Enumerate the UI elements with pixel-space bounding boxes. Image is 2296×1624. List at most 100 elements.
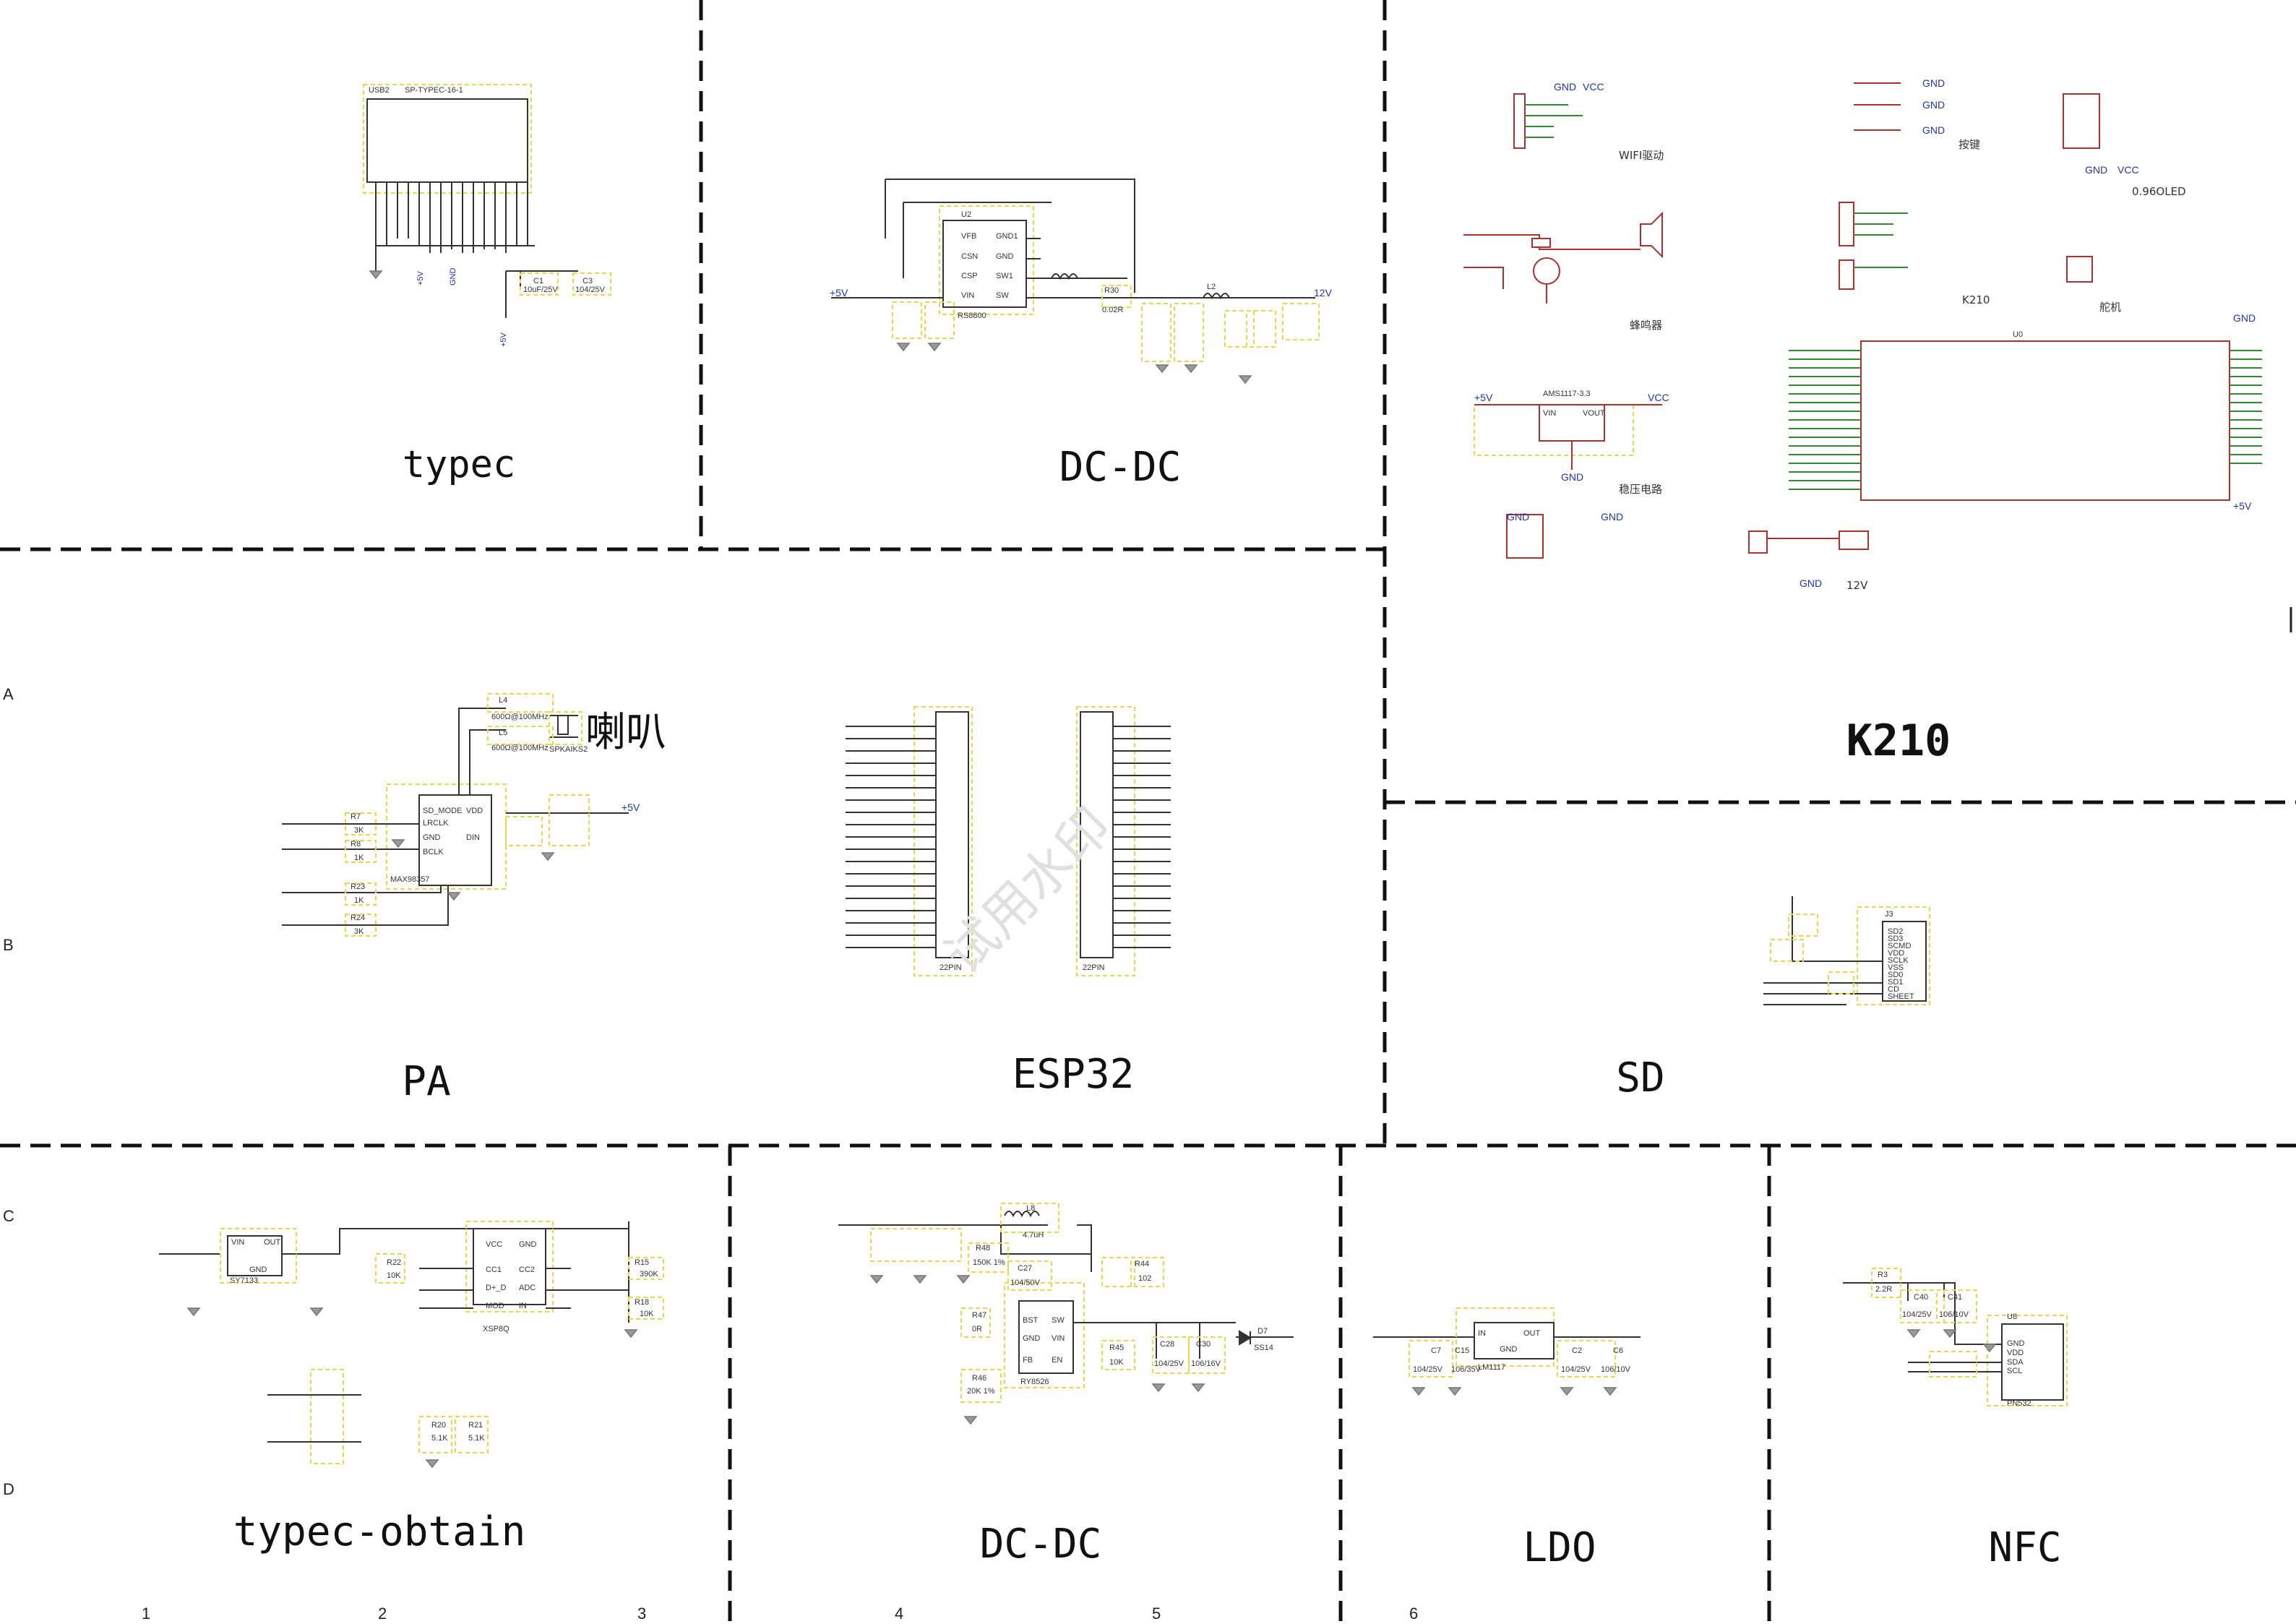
nfc-module [2001, 1323, 2064, 1401]
speaker-label: 喇叭 [585, 709, 666, 756]
esp32-circuit: 22PIN 22PIN 试用水印 [846, 706, 1171, 986]
c71-box [1141, 303, 1171, 362]
d7-label: D7 [1257, 1327, 1268, 1336]
r48-box [968, 1242, 1009, 1273]
r8-box [345, 840, 377, 863]
j2-part: 22PIN [1083, 963, 1105, 972]
ch-box [465, 1221, 554, 1312]
u2-pin-gnd: GND [996, 252, 1014, 261]
sd-wires [1763, 896, 1883, 1005]
j1-pin-wires [846, 726, 936, 948]
r47-box [960, 1307, 991, 1338]
d7-value: SS14 [1254, 1344, 1273, 1352]
input-caps-box [870, 1228, 962, 1262]
nfc-pin-gnd: GND [2007, 1339, 2025, 1348]
wifi-connector [1513, 93, 1526, 149]
u2-pin-sw: SW [996, 291, 1009, 300]
c2-label: C2 [1572, 1346, 1582, 1355]
dcdc-gnd-symbols [896, 343, 1252, 384]
u7-pin-gnd: GND [1023, 1334, 1041, 1343]
dcdc2-gnd-symbols [869, 1275, 1205, 1425]
c28-label: C28 [1160, 1340, 1174, 1349]
k210-sublabel: K210 [1962, 293, 1990, 306]
pa-box [386, 783, 507, 890]
ams1117-pin-vout: VOUT [1583, 409, 1605, 418]
c3-box [572, 272, 611, 296]
r23-label: R23 [351, 882, 365, 891]
key-wires [1854, 82, 1901, 131]
pa-gnd-symbols [391, 839, 555, 901]
uart-connector [1839, 202, 1854, 246]
r7-box [345, 812, 377, 835]
ldo-circuit: IN GND OUT LM1117 C7 104/25V C15 106/35V… [1373, 1307, 1641, 1396]
nfc-gnd-symbols [1906, 1329, 1997, 1353]
dcdc-inductor [1051, 273, 1078, 280]
c30-label: C30 [1196, 1340, 1211, 1349]
connector-cp [1506, 514, 1544, 559]
divider-resistors-box [310, 1369, 344, 1464]
r2-box [1282, 303, 1320, 340]
regulator-wires [1474, 404, 1662, 470]
r3-label: R3 [1878, 1271, 1888, 1279]
r8-label: R8 [351, 840, 361, 848]
r44-box [1130, 1257, 1164, 1287]
u6-chip [1474, 1322, 1555, 1359]
pa-part-number: MAX98357 [390, 875, 429, 884]
ch-part: XSP8Q [483, 1325, 509, 1333]
pa-pin-lrclk: LRCLK [423, 819, 449, 828]
r45-value: 10K [1109, 1358, 1124, 1367]
l4-value: 600Ω@100MHz [491, 713, 549, 721]
edge-letter-c: C [3, 1207, 14, 1225]
nfc-pin-scl: SCL [2007, 1367, 2022, 1375]
r18-label: R18 [635, 1298, 649, 1307]
nfc-box [1987, 1315, 2068, 1406]
oled-net-vcc: VCC [2117, 164, 2139, 176]
c34-box [1101, 1257, 1135, 1287]
u7-pin-sw: SW [1052, 1316, 1065, 1325]
typec-part: SP-TYPEC-16-1 [405, 86, 463, 95]
title-sd: SD [1616, 1054, 1664, 1101]
l8-inductor [1004, 1211, 1040, 1218]
sd-pin-vdd: VDD [1888, 949, 1904, 958]
r24-value: 3K [354, 927, 364, 936]
ch-pin-cc1: CC1 [486, 1266, 502, 1274]
c15-label: C15 [1455, 1346, 1469, 1355]
typec-ref: USB2 [369, 86, 390, 95]
regulator-net-5v: +5V [1474, 392, 1493, 403]
cp-net-gnd: GND [1507, 511, 1529, 523]
nfc-pin-vdd: VDD [2007, 1349, 2024, 1357]
typec-gnd-symbol [369, 270, 383, 280]
c3-value: 104/25V [575, 285, 606, 294]
keys-label: 按键 [1959, 138, 1980, 151]
wifi-net-vcc: VCC [1583, 81, 1604, 93]
buzzer-label: 蜂鸣器 [1630, 319, 1662, 332]
r24-label: R24 [351, 914, 365, 922]
edge-markers: A B C D 1 2 3 4 5 6 [3, 607, 2292, 1623]
c40-value: 104/25V [1902, 1310, 1932, 1319]
c6-value: 106/10V [1601, 1365, 1631, 1374]
nfc-ref: U8 [2007, 1312, 2017, 1321]
sd-pin-sclk: SCLK [1888, 956, 1909, 965]
pa-output-wires [458, 708, 578, 795]
u7-chip [1018, 1300, 1074, 1374]
oled-net-gnd: GND [2085, 164, 2107, 176]
typec-connector [366, 98, 528, 183]
l5-box [487, 726, 554, 745]
sd-box [1857, 906, 1930, 1005]
regulator-net-vcc: VCC [1648, 392, 1669, 403]
key-net-gnd-2: GND [1922, 99, 1945, 111]
c27-box [1007, 1260, 1052, 1291]
r15-label: R15 [635, 1258, 649, 1267]
title-ldo: LDO [1523, 1524, 1596, 1571]
buzzer-transistor [1533, 257, 1560, 285]
c1-box [520, 272, 559, 296]
pa-pin-bclk: BCLK [423, 848, 444, 856]
r15-box [628, 1257, 664, 1280]
l10-box [549, 794, 590, 846]
c40-box [1900, 1289, 1945, 1323]
u6-pin-in: IN [1478, 1329, 1486, 1338]
title-nfc: NFC [1988, 1524, 2061, 1571]
dc-net-gnd: GND [1800, 577, 1822, 589]
r31-box [1828, 971, 1854, 994]
u2-ref: U2 [961, 210, 971, 219]
